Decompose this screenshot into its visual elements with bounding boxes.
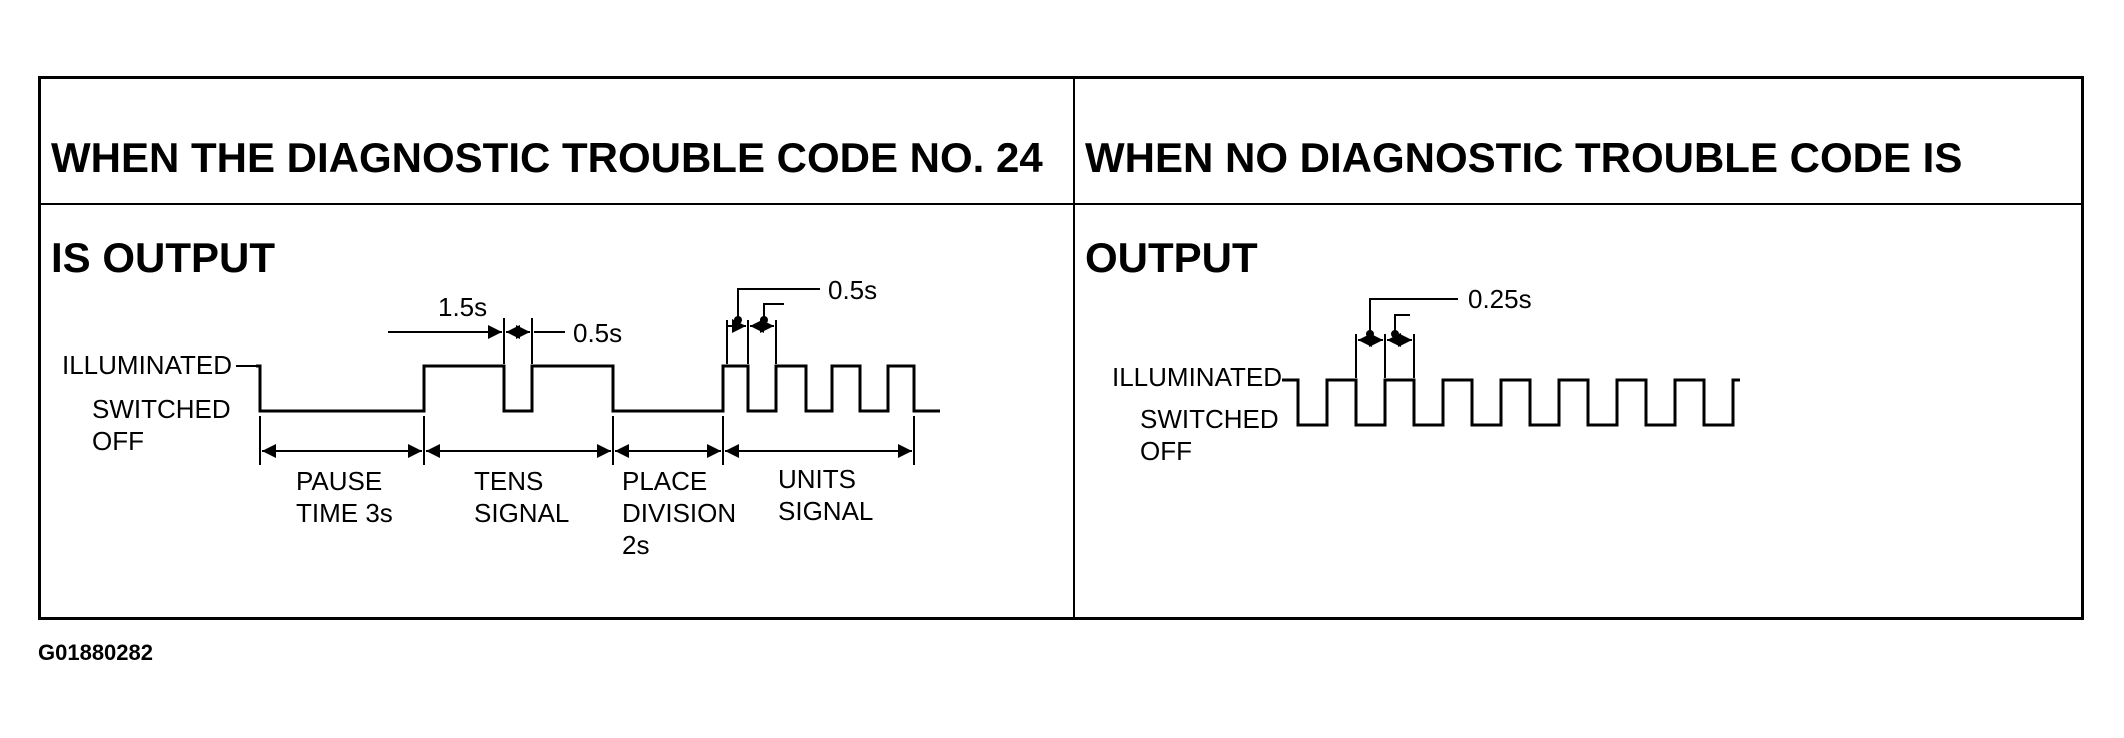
right-panel-header: WHEN NO DIAGNOSTIC TROUBLE CODE IS OUTPU… bbox=[1085, 83, 2075, 333]
units-signal-label-1: UNITS bbox=[778, 464, 856, 494]
place-division-label-1: PLACE bbox=[622, 466, 707, 496]
units-leader-dot-2 bbox=[760, 316, 768, 324]
left-panel-header: WHEN THE DIAGNOSTIC TROUBLE CODE NO. 24 … bbox=[51, 83, 1061, 333]
pause-time-label-1: PAUSE bbox=[296, 466, 382, 496]
left-switched-off-label-2: OFF bbox=[92, 426, 144, 456]
units-leader-dot-1 bbox=[734, 316, 742, 324]
left-header-line-2: IS OUTPUT bbox=[51, 234, 276, 281]
right-switched-off-label-2: OFF bbox=[1140, 436, 1192, 466]
place-division-label-3: 2s bbox=[622, 530, 649, 560]
panel-divider-vertical bbox=[1073, 79, 1075, 617]
tens-signal-label-2: SIGNAL bbox=[474, 498, 569, 528]
right-switched-off-label-1: SWITCHED bbox=[1140, 404, 1279, 434]
right-leader-dot-1 bbox=[1366, 330, 1374, 338]
tens-timing-dimension bbox=[388, 318, 565, 364]
diagram-frame: WHEN THE DIAGNOSTIC TROUBLE CODE NO. 24 … bbox=[38, 76, 2084, 620]
units-signal-label-2: SIGNAL bbox=[778, 496, 873, 526]
tens-gap-duration-label: 0.5s bbox=[573, 318, 622, 348]
left-switched-off-label-1: SWITCHED bbox=[92, 394, 231, 424]
units-timing-dimension bbox=[726, 288, 820, 364]
figure-id: G01880282 bbox=[38, 640, 153, 665]
place-division-label-2: DIVISION bbox=[622, 498, 736, 528]
tens-pulse-duration-label: 1.5s bbox=[438, 292, 487, 322]
tens-signal-label-1: TENS bbox=[474, 466, 543, 496]
left-signal-waveform bbox=[256, 364, 940, 413]
right-timing-diagram: ILLUMINATED SWITCHED OFF 0.25s bbox=[1112, 284, 1740, 466]
right-illuminated-label: ILLUMINATED bbox=[1112, 362, 1282, 392]
left-segment-ticks bbox=[259, 416, 915, 465]
right-header-line-2: OUTPUT bbox=[1085, 234, 1258, 281]
units-pulse-duration-label: 0.5s bbox=[828, 275, 877, 305]
right-signal-waveform bbox=[1282, 378, 1740, 427]
right-header-line-1: WHEN NO DIAGNOSTIC TROUBLE CODE IS bbox=[1085, 134, 1963, 181]
left-header-line-1: WHEN THE DIAGNOSTIC TROUBLE CODE NO. 24 bbox=[51, 134, 1043, 181]
panel-divider-horizontal bbox=[41, 203, 2081, 205]
right-leader-dot-2 bbox=[1391, 330, 1399, 338]
left-timing-diagram: ILLUMINATED SWITCHED OFF PAUSE TIME 3s T… bbox=[62, 275, 940, 560]
right-pulse-duration-label: 0.25s bbox=[1468, 284, 1532, 314]
pause-time-label-2: TIME 3s bbox=[296, 498, 393, 528]
left-illuminated-label: ILLUMINATED bbox=[62, 350, 232, 380]
right-timing-dimension bbox=[1355, 298, 1458, 378]
